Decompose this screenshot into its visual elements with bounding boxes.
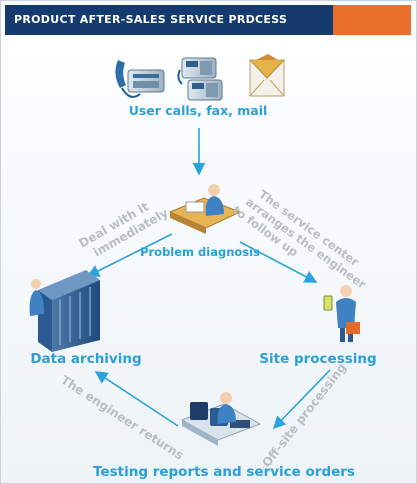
page-title: PRODUCT AFTER-SALES SERVICE PRDCESS <box>14 13 288 26</box>
engineer-desk-icon <box>168 184 242 234</box>
technician-icon <box>323 285 360 342</box>
arrow-diagnosis-to-archiving <box>86 233 173 277</box>
mail-icon <box>249 54 285 97</box>
workstation-icon <box>180 392 262 446</box>
edge-label-service-center: The service center arranges the engineer… <box>230 180 380 305</box>
node-label-testing-reports: Testing reports and service orders <box>93 464 355 480</box>
arrow-diagnosis-to-site <box>239 241 318 283</box>
server-rack-icon <box>29 270 100 352</box>
arrow-testing-to-archiving <box>94 371 179 427</box>
telephone-icon <box>115 60 165 98</box>
node-label-data-archiving: Data archiving <box>30 351 141 367</box>
arrow-site-to-testing <box>272 369 331 430</box>
node-label-site-processing: Site processing <box>259 351 376 367</box>
edge-label-offsite: Off-site processing <box>259 361 349 470</box>
fax-icon <box>177 57 223 101</box>
edge-label-engineer-returns: The engineer returns <box>58 373 186 463</box>
node-label-problem-diagnosis: Problem diagnosis <box>140 245 260 259</box>
node-label-user-contact: User calls, fax, mail <box>129 103 268 118</box>
header-accent <box>333 5 411 35</box>
header-bar: PRODUCT AFTER-SALES SERVICE PRDCESS <box>5 5 411 35</box>
